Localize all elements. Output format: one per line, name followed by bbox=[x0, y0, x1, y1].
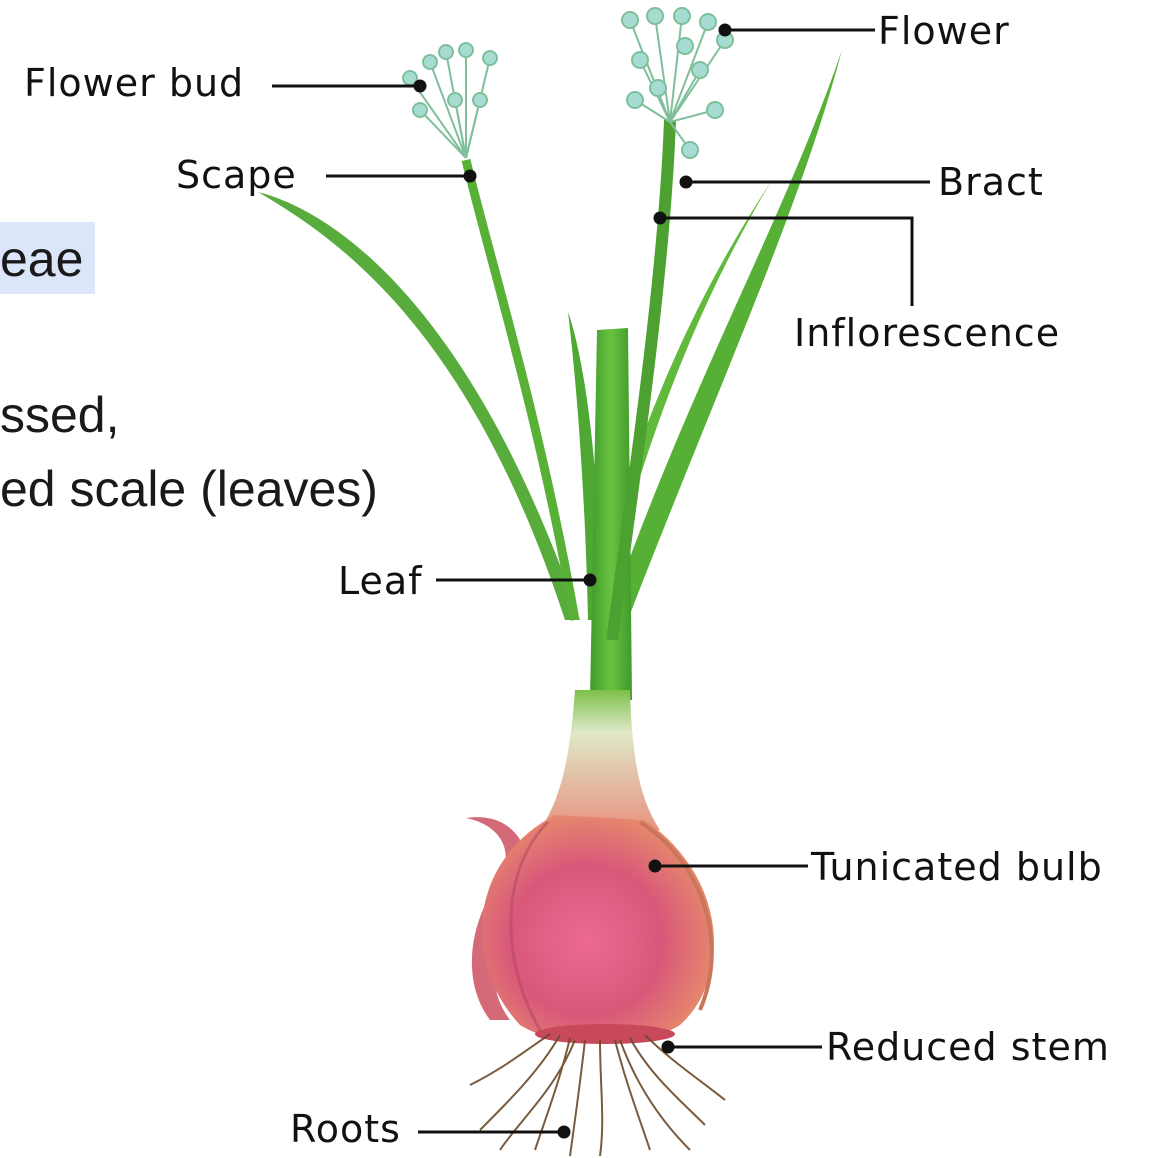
label-leaf: Leaf bbox=[338, 562, 423, 600]
label-reduced-stem: Reduced stem bbox=[826, 1028, 1110, 1066]
roots bbox=[470, 1034, 725, 1156]
label-inflorescence: Inflorescence bbox=[794, 314, 1060, 352]
flower-umbel-right bbox=[622, 8, 733, 158]
flower-umbel-left bbox=[403, 43, 497, 158]
label-flower: Flower bbox=[878, 12, 1010, 50]
label-scape: Scape bbox=[176, 156, 297, 194]
label-bract: Bract bbox=[938, 163, 1044, 201]
tunicated-bulb bbox=[482, 815, 714, 1044]
label-roots: Roots bbox=[290, 1110, 401, 1148]
bulb-neck bbox=[540, 690, 660, 830]
label-tunicated-bulb: Tunicated bulb bbox=[811, 848, 1103, 886]
label-flower-bud: Flower bud bbox=[24, 64, 244, 102]
scape-stalk bbox=[466, 160, 575, 620]
